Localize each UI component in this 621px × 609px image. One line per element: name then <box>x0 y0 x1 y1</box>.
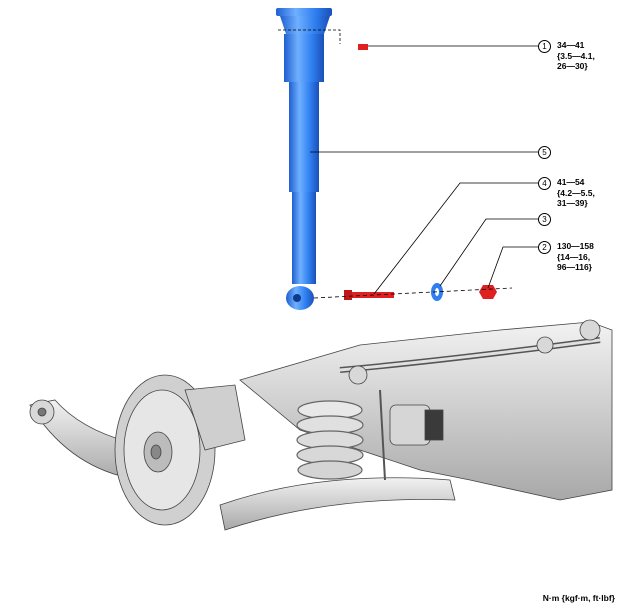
leader-lines <box>310 45 538 295</box>
callout-2: 2 130—158 {14—16, 96—116} <box>538 241 594 273</box>
torque-line: {3.5—4.1, <box>557 50 595 61</box>
torque-line: {4.2—5.5, <box>557 187 595 198</box>
callout-number: 1 <box>538 40 551 53</box>
callout-1: 1 34—41 {3.5—4.1, 26—30} <box>538 40 595 72</box>
shock-absorber <box>276 8 341 310</box>
torque-line: 26—30} <box>557 61 588 71</box>
rear-suspension-assembly <box>29 319 613 531</box>
callout-3: 3 <box>538 213 551 226</box>
torque-spec: 41—54 {4.2—5.5, 31—39} <box>557 177 595 209</box>
callout-number: 2 <box>538 241 551 254</box>
torque-line: 96—116} <box>557 262 592 272</box>
torque-spec: 130—158 {14—16, 96—116} <box>557 241 594 273</box>
callout-number: 5 <box>538 146 551 159</box>
washer <box>431 283 443 301</box>
torque-line: 31—39} <box>557 198 588 208</box>
torque-line: 130—158 <box>557 241 594 251</box>
lower-bolt <box>344 290 394 300</box>
callout-number: 3 <box>538 213 551 226</box>
torque-units-label: N·m {kgf·m, ft·lbf} <box>542 593 615 603</box>
callout-4: 4 41—54 {4.2—5.5, 31—39} <box>538 177 595 209</box>
torque-line: {14—16, <box>557 251 591 262</box>
callout-number: 4 <box>538 177 551 190</box>
torque-line: 41—54 <box>557 177 585 187</box>
torque-spec: 34—41 {3.5—4.1, 26—30} <box>557 40 595 72</box>
torque-line: 34—41 <box>557 40 585 50</box>
upper-nut <box>358 44 368 50</box>
assembly-axis-line <box>313 287 513 299</box>
callout-5: 5 <box>538 146 551 159</box>
lower-nut <box>479 285 497 299</box>
